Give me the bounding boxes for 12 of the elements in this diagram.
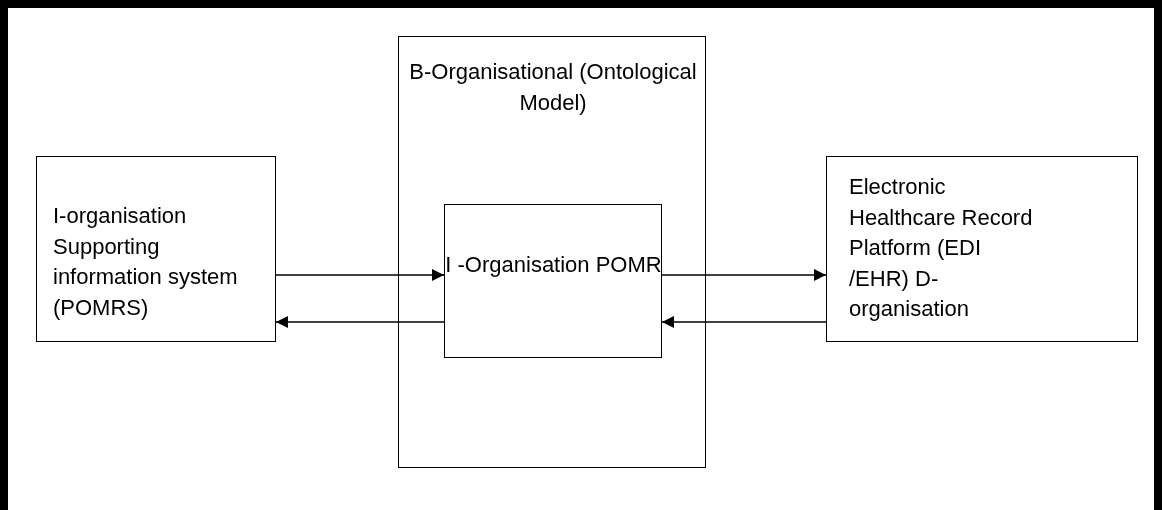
system-box <box>36 156 276 342</box>
arrow <box>661 316 827 328</box>
box-label: I -Organisation POMR <box>444 250 663 279</box>
arrow <box>275 269 445 281</box>
box-label: B-Organisational (Ontological Model) <box>408 58 698 117</box>
arrow <box>661 269 827 281</box>
process-box <box>443 203 662 358</box>
platform-box <box>826 156 1138 342</box>
layer-box <box>398 36 706 468</box>
box-label: Electronic Healthcare Record Platform (EDI /EHR) D-organisation <box>849 173 1034 323</box>
arrow <box>275 316 445 328</box>
box-label: I-organisation Supporting information system (POMRS) <box>53 202 239 322</box>
